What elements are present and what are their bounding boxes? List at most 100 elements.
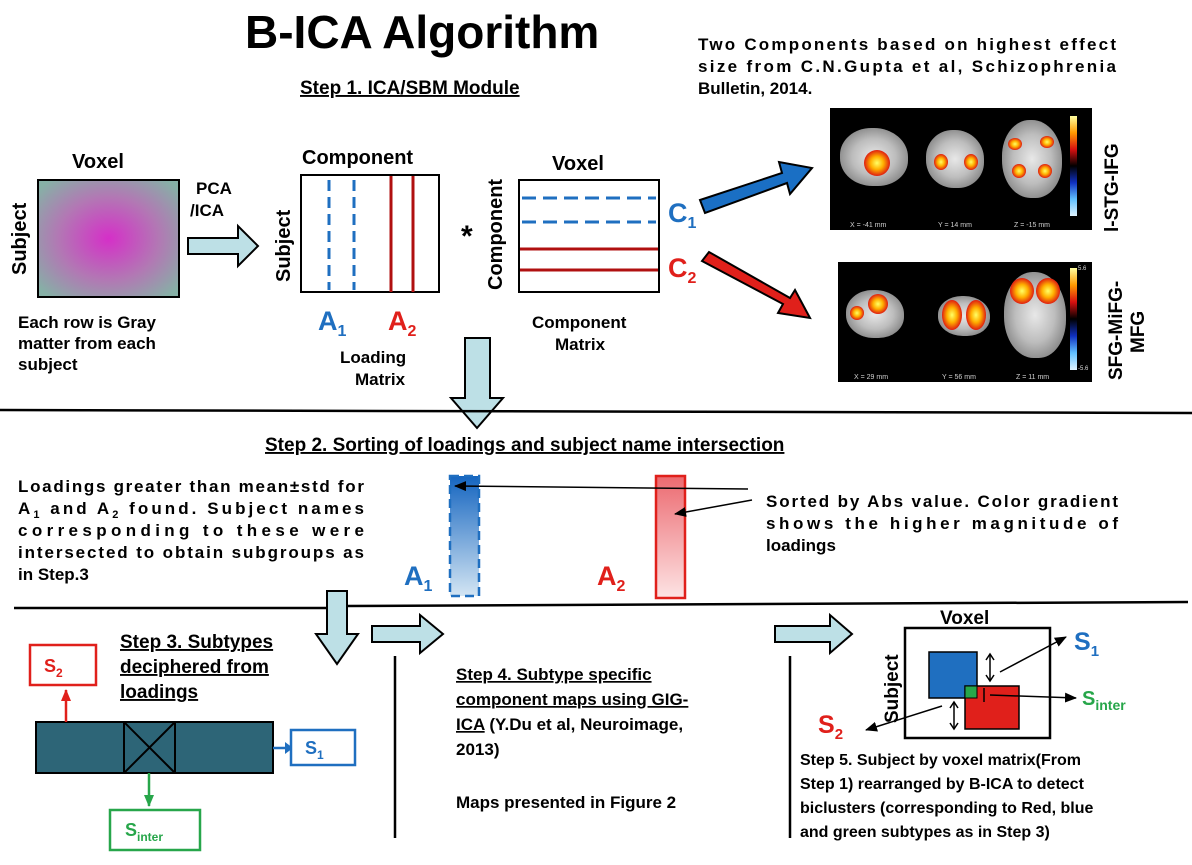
arrow-to-s1-head (285, 742, 293, 754)
subject-bar-cross-2 (123, 721, 176, 774)
colorbar-1 (1070, 116, 1077, 216)
gray-matter-desc-1: Each row is Gray (18, 313, 156, 332)
a2-label: A2 (388, 306, 417, 340)
s1-box (289, 728, 357, 767)
voxel-matrix (37, 179, 180, 298)
a1-label: A1 (318, 306, 347, 340)
map1-label: l-STG-IFG (1102, 143, 1123, 232)
a1-sorted-label: A1 (404, 561, 433, 595)
s2-box-label: S2 (44, 656, 63, 680)
pointer-s1 (999, 636, 1067, 673)
colorbar-2-max: 5.6 (1078, 266, 1087, 272)
activation-blob (1038, 164, 1052, 178)
pca-arrow (187, 223, 260, 269)
subject-label-vertical: Subject (9, 202, 31, 275)
sorted-desc-2: shows the higher magnitude of (766, 514, 1118, 533)
s2-label: S2 (818, 711, 843, 743)
citation-line-2: size from C.N.Gupta et al, Schizophrenia (698, 57, 1117, 76)
activation-blob (964, 154, 978, 170)
coord-z: Z = -15 mm (1014, 222, 1050, 229)
step5-desc-1: Step 5. Subject by voxel matrix(From (800, 752, 1081, 769)
red-height-marker-tips (949, 700, 959, 731)
divider-top (0, 408, 1192, 415)
c2-label: C2 (668, 253, 697, 287)
step3-heading-1: Step 3. Subtypes (120, 632, 273, 653)
arrow-step4-to-step5 (774, 612, 854, 656)
step2-desc-line: Loadings greater than mean±std for (18, 477, 364, 496)
blue-height-marker-tips (985, 652, 995, 683)
step4-citation-2: 2013) (456, 740, 499, 759)
activation-blob (1036, 278, 1060, 304)
coord-z: Z = 11 mm (1016, 374, 1050, 381)
subject-bar (35, 721, 274, 774)
ica-label: /ICA (190, 201, 224, 220)
s1-label: S1 (1074, 628, 1099, 660)
s1-box-label: S1 (305, 738, 324, 762)
step5-voxel-label: Voxel (940, 608, 989, 629)
pointer-arrow-a2 (674, 499, 753, 517)
activation-blob (1010, 278, 1034, 304)
divider-bottom-right (344, 600, 1189, 608)
down-arrow-step2-to-step3 (314, 590, 360, 666)
s2-box (28, 643, 98, 687)
coord-x: X = 29 mm (854, 374, 889, 381)
activation-blob (934, 154, 948, 170)
step4-heading-2: component maps using GIG- (456, 690, 688, 709)
blue-arrow-to-map1 (698, 160, 814, 215)
step2-desc-line: corresponding to these were (18, 521, 364, 540)
activation-blob (1008, 138, 1022, 150)
brain-map-2: X = 29 mm Y = 56 mm Z = 11 mm 5.6 -5.6 (838, 262, 1092, 382)
step5-desc-3: biclusters (corresponding to Red, blue (800, 800, 1093, 817)
component-matrix-label-1: Component (532, 313, 627, 332)
coord-x: X = -41 mm (850, 222, 887, 229)
gray-matter-desc-2: matter from each (18, 334, 156, 353)
component-label: Component (302, 147, 413, 169)
loading-subject-vertical: Subject (273, 209, 295, 282)
activation-blob (966, 300, 986, 330)
sinter-box (108, 808, 202, 852)
activation-blob (850, 306, 864, 320)
coord-y: Y = 14 mm (938, 222, 972, 229)
sinter-label: Sinter (1082, 688, 1126, 713)
step2-heading: Step 2. Sorting of loadings and subject … (265, 435, 784, 456)
step5-subject-vertical: Subject (882, 654, 903, 723)
bicluster-green (964, 685, 978, 699)
step2-desc-line: in Step.3 (18, 565, 89, 584)
sorted-desc-3: loadings (766, 536, 836, 555)
step1-heading: Step 1. ICA/SBM Module (300, 78, 520, 99)
step3-heading-3: loadings (120, 682, 198, 703)
axial-slice-1 (1002, 120, 1062, 198)
step2-desc-line: intersected to obtain subgroups as (18, 543, 364, 562)
maps-note: Maps presented in Figure 2 (456, 793, 676, 812)
citation-line-3: Bulletin, 2014. (698, 79, 812, 98)
step4-heading-3: ICA (Y.Du et al, Neuroimage, (456, 715, 683, 734)
red-arrow-to-map2 (700, 250, 812, 320)
map2-label-1: SFG-MiFG- (1106, 281, 1127, 380)
gray-matter-desc-3: subject (18, 355, 78, 374)
map2-label-2: MFG (1128, 311, 1149, 353)
loading-matrix-label-1: Loading (340, 348, 406, 367)
component-vertical-label: Component (485, 179, 507, 290)
colorbar-2: 5.6 -5.6 (1070, 266, 1088, 372)
main-title: B-ICA Algorithm (245, 6, 599, 58)
loading-matrix (300, 174, 440, 293)
coord-y: Y = 56 mm (942, 374, 976, 381)
voxel-label: Voxel (72, 151, 124, 173)
voxel-label-2: Voxel (552, 153, 604, 175)
sorted-desc-1: Sorted by Abs value. Color gradient (766, 492, 1118, 511)
activation-blob (868, 294, 888, 314)
brain-map-1: X = -41 mm Y = 14 mm Z = -15 mm (830, 108, 1092, 230)
colorbar-2-min: -5.6 (1078, 366, 1089, 372)
down-arrow-step1-to-step2 (448, 337, 506, 430)
step5-desc-4: and green subtypes as in Step 3) (800, 824, 1050, 841)
pointer-arrow-a1 (454, 481, 749, 492)
component-matrix-label-2: Matrix (555, 335, 606, 354)
a2-sorted-label: A2 (597, 561, 626, 595)
step5-desc-2: Step 1) rearranged by B-ICA to detect (800, 776, 1085, 793)
step3-heading-2: deciphered from (120, 657, 269, 678)
pointer-sinter (989, 692, 1077, 703)
c1-label: C1 (668, 198, 697, 232)
sinter-box-label: Sinter (125, 820, 163, 844)
